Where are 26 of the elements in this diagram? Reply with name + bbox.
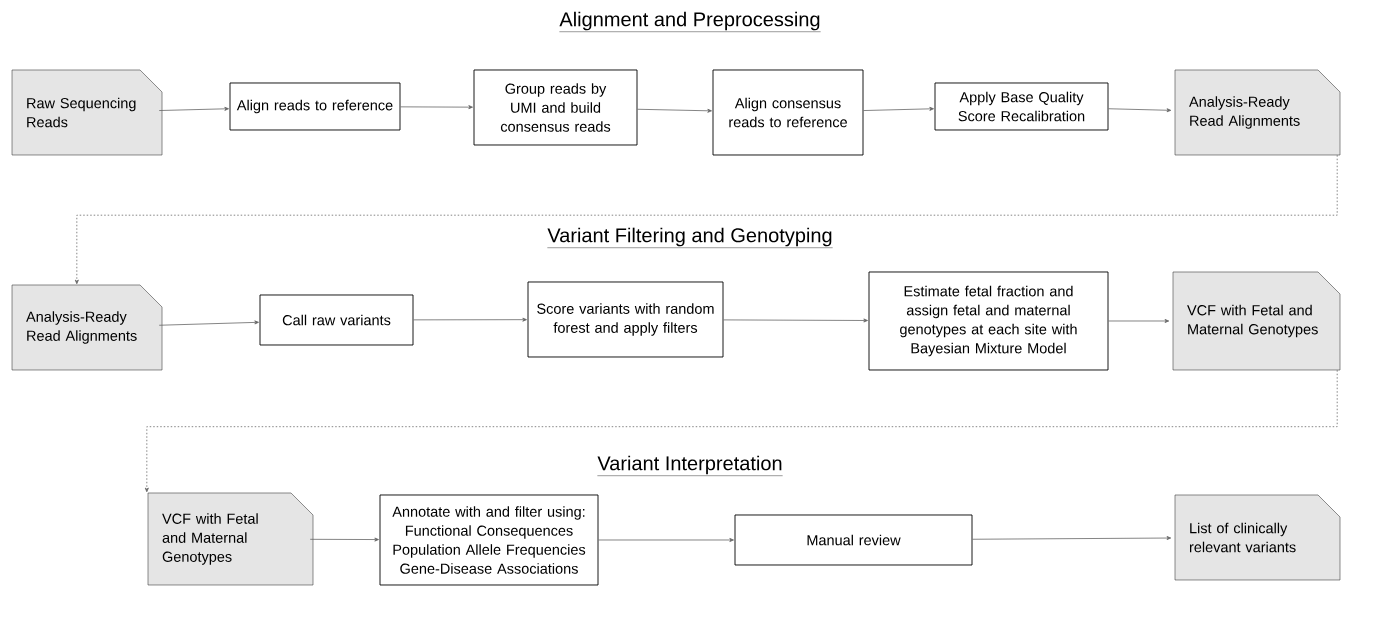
arrow	[158, 106, 229, 111]
arrow	[723, 318, 868, 323]
arrow	[637, 108, 712, 113]
process-box: Estimate fetal fraction and assign fetal and maternal genotypes at each site with Bayesian Mixture Model	[868, 271, 1109, 371]
process-box: Align consensus reads to reference	[712, 69, 864, 156]
section-heading: Variant Interpretation	[597, 455, 783, 476]
arrow	[1108, 319, 1170, 323]
arrow	[863, 106, 934, 111]
section-heading: Alignment and Preprocessing	[559, 11, 821, 32]
arrow	[74, 154, 1338, 285]
arrow	[158, 320, 259, 326]
process-box: Group reads by UMI and build consensus reads	[473, 69, 638, 146]
process-box: Score variants with random forest and apply filters	[527, 281, 724, 358]
arrow	[972, 536, 1172, 540]
arrow	[1108, 108, 1172, 113]
arrow	[413, 317, 527, 322]
process-box: Annotate with and filter using: Functional Consequences Population Allele Frequencies Gene-Disease Associations	[379, 494, 599, 586]
process-box: Manual review	[734, 514, 973, 566]
process-box: Align reads to reference	[229, 82, 401, 131]
process-box: Call raw variants	[259, 294, 414, 346]
arrow	[144, 369, 1338, 493]
arrow	[309, 537, 379, 542]
arrow	[598, 538, 734, 542]
process-box: Apply Base Quality Score Recalibration	[934, 82, 1109, 131]
section-heading: Variant Filtering and Genotyping	[547, 227, 833, 248]
arrow	[400, 105, 473, 110]
